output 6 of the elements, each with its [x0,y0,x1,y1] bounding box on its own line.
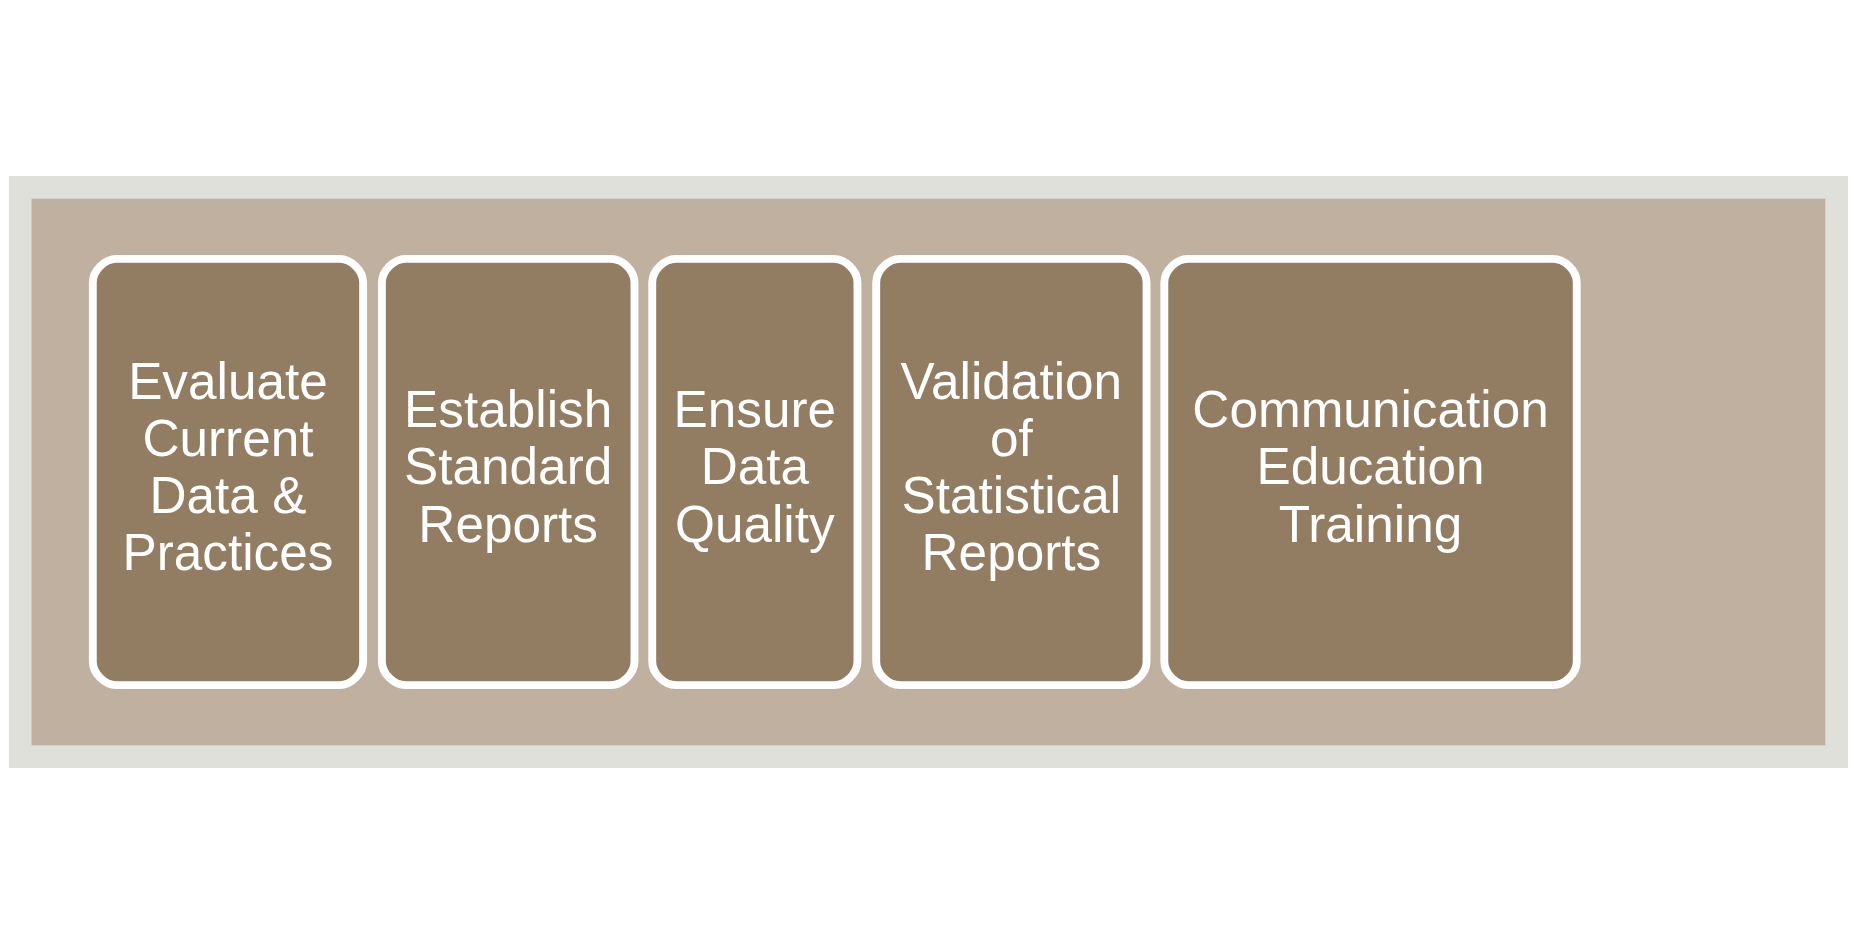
cluster [31,198,1826,745]
node-box: Validation of Statistical Reports [872,254,1151,689]
node-box: Ensure Data Quality [648,254,862,689]
node-box: Establish Standard Reports [377,254,639,689]
node-box: Communication Education Training [1160,254,1581,689]
node-box: Evaluate Current Data & Practices [88,254,368,689]
